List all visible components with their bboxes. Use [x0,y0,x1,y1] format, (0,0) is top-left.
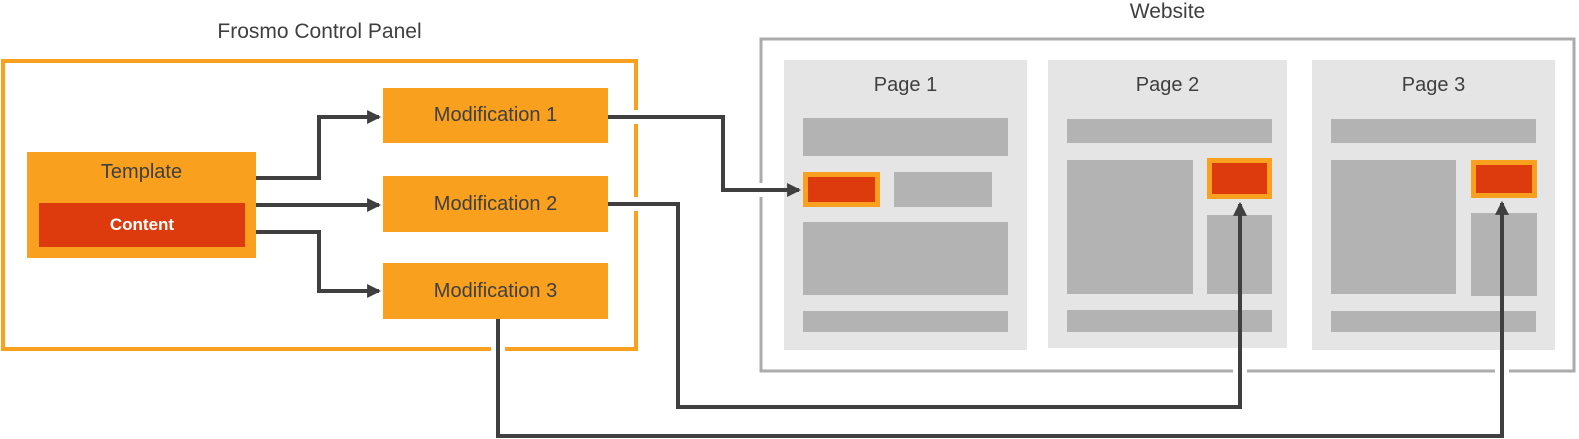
page-1-side-placeholder [894,172,992,207]
page-3-title: Page 3 [1401,74,1466,96]
page-3-content-placeholder [1331,160,1456,294]
page-2-title: Page 2 [1135,74,1200,96]
arrow-modification-1-to-page-1 [608,115,802,197]
page-1-header-placeholder [803,118,1008,156]
page-2-content-placeholder [1067,160,1193,294]
page-1-panel: Page 1 [784,60,1027,350]
page-2-header-placeholder [1067,119,1272,143]
page-1-title: Page 1 [873,74,938,96]
page-3-footer-placeholder [1331,311,1536,332]
page-1-content-placeholder [803,222,1008,295]
page-3-header-placeholder [1331,119,1536,143]
page-3-side-placeholder [1471,213,1537,296]
control-panel-title: Frosmo Control Panel [217,20,422,43]
page-3-modification-slot [1471,160,1537,198]
page-2-side-placeholder [1207,215,1272,294]
modification-1-box: Modification 1 [383,88,608,143]
page-2-modification-slot [1207,158,1272,199]
page-1-modification-slot [803,172,880,207]
arrow-template-to-modification-3 [256,230,382,298]
page-1-footer-placeholder [803,311,1008,332]
template-label: Template [100,161,183,183]
website-title: Website [1129,0,1206,23]
modification-3-box: Modification 3 [383,263,608,319]
content-box: Content [39,203,245,247]
page-2-panel: Page 2 [1048,60,1287,348]
arrow-template-to-modification-1 [256,110,382,180]
page-3-panel: Page 3 [1312,60,1555,350]
page-2-footer-placeholder [1067,310,1272,332]
modification-2-box: Modification 2 [383,176,608,232]
